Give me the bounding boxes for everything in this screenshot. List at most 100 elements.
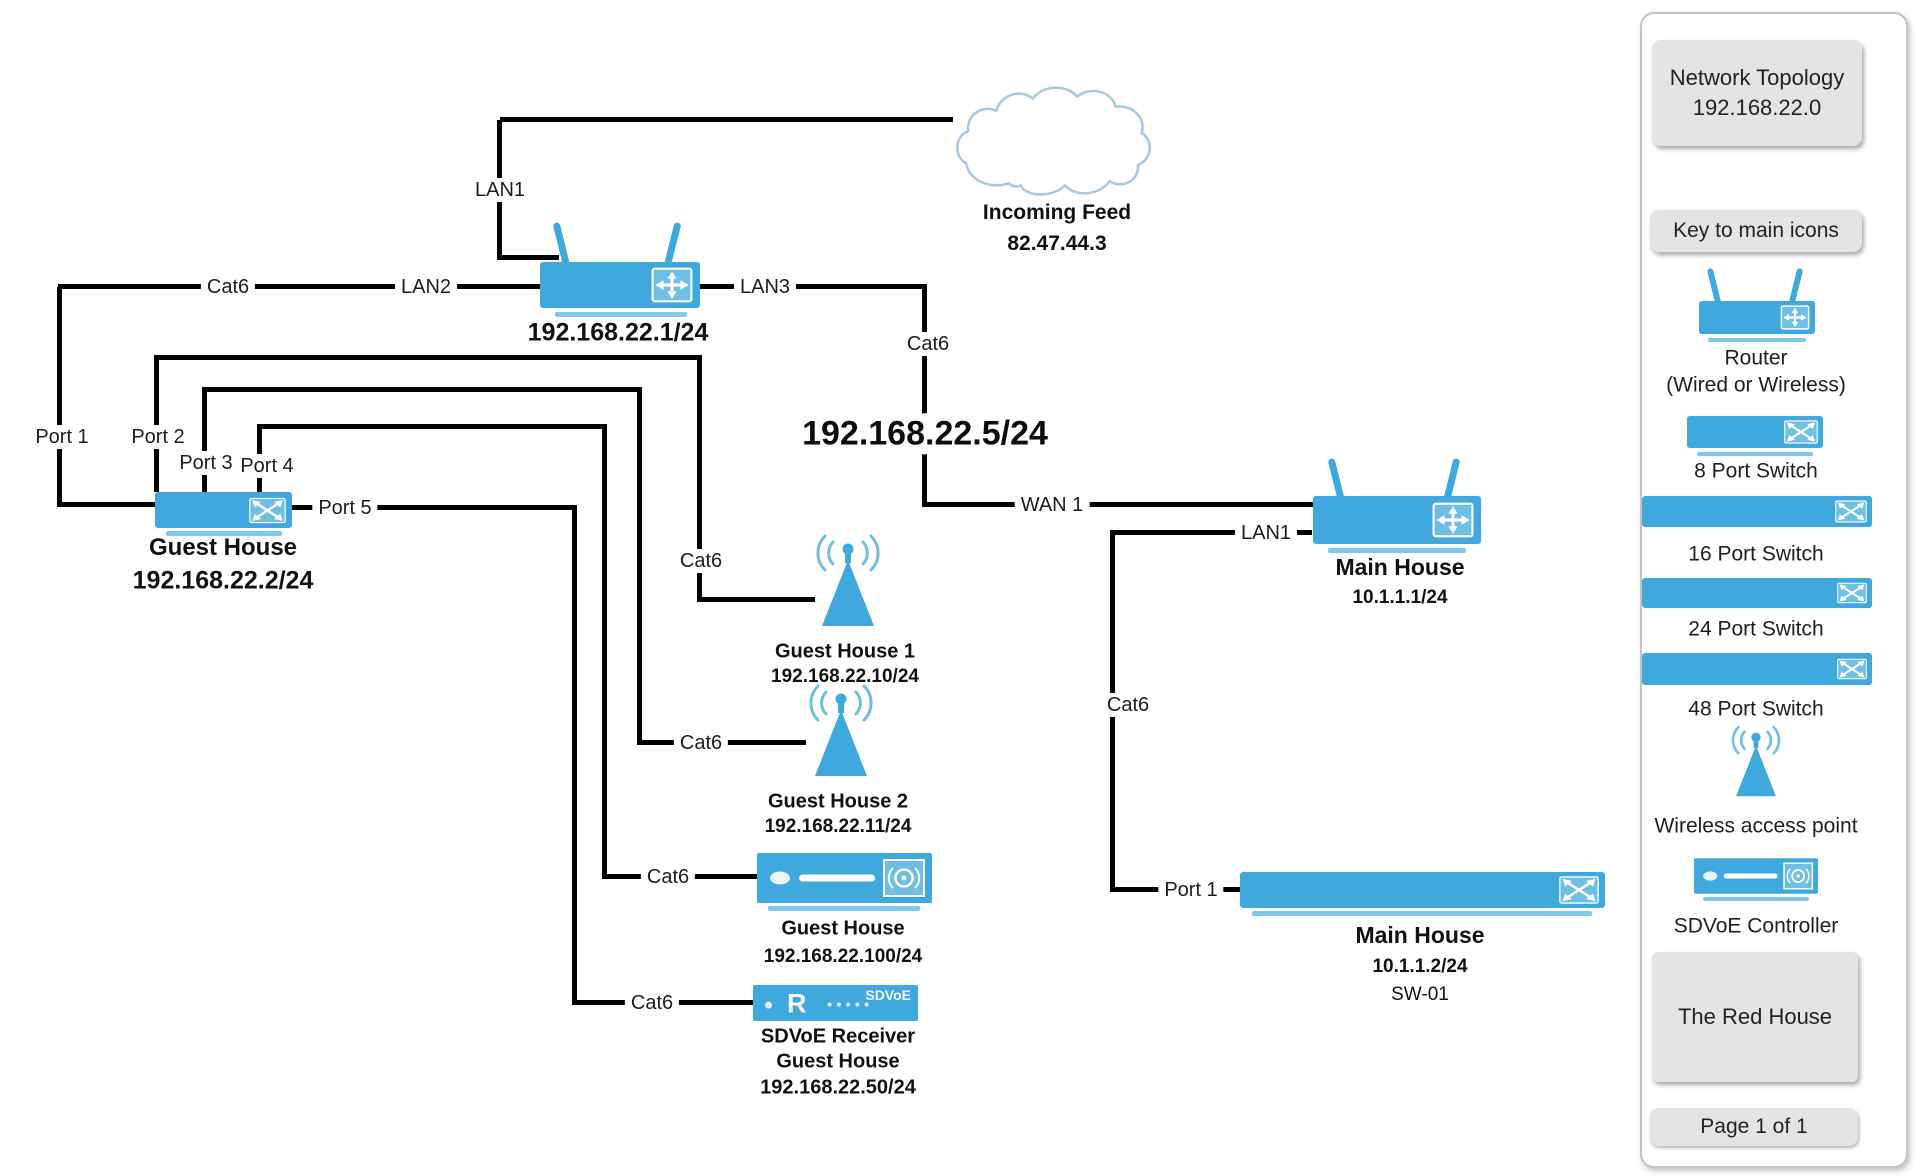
router-antenna-icon bbox=[1706, 267, 1722, 305]
router-antenna-icon bbox=[1788, 267, 1804, 305]
label-wan1: WAN 1 bbox=[1014, 493, 1090, 517]
receiver-led-icon bbox=[765, 1001, 772, 1009]
label-port2: Port 2 bbox=[125, 425, 191, 449]
label-port3: Port 3 bbox=[173, 451, 239, 475]
label-main-lan1: LAN1 bbox=[1234, 521, 1298, 545]
cable-port2-run bbox=[154, 355, 702, 360]
main-router-ip: 10.1.1.1/24 bbox=[1352, 587, 1448, 609]
guest-switch-name: Guest House bbox=[148, 534, 298, 562]
cable-port3-riser bbox=[202, 390, 207, 492]
legend-switch8-label: 8 Port Switch bbox=[1694, 459, 1818, 483]
label-port5: Port 5 bbox=[312, 496, 378, 520]
cable-controller-drop bbox=[602, 427, 607, 877]
legend-router-label2: (Wired or Wireless) bbox=[1666, 373, 1846, 397]
sdvoe-receiver-icon: R ••••• SDVoE bbox=[753, 985, 918, 1021]
legend-title-box: Network Topology 192.168.22.0 bbox=[1652, 40, 1862, 146]
label-cat6-gh1: Cat6 bbox=[673, 549, 729, 573]
legend-red-house-box: The Red House bbox=[1652, 952, 1858, 1082]
cable-port3-run bbox=[202, 387, 642, 392]
receiver-letter: R bbox=[787, 988, 807, 1019]
legend-red-house-label: The Red House bbox=[1677, 1004, 1833, 1030]
router-ip: 192.168.22.1/24 bbox=[527, 318, 709, 347]
crossed-arrows-icon bbox=[249, 497, 286, 523]
main-router-shadow bbox=[1328, 548, 1466, 553]
cloud-icon bbox=[956, 86, 1151, 196]
crossed-arrows-icon bbox=[1835, 500, 1867, 523]
label-cat6-feed: Cat6 bbox=[900, 332, 956, 356]
routing-icon bbox=[1780, 305, 1810, 330]
label-cat6-ctrl: Cat6 bbox=[640, 865, 696, 889]
cable-gh2-drop bbox=[637, 390, 642, 743]
label-port1: Port 1 bbox=[29, 425, 95, 449]
guest-switch-icon bbox=[155, 492, 292, 528]
access-point-icon bbox=[809, 684, 873, 776]
guest-switch-shadow bbox=[166, 531, 282, 536]
legend-sdvoe-label: SDVoE Controller bbox=[1673, 914, 1839, 938]
ap1-ip: 192.168.22.10/24 bbox=[771, 666, 919, 688]
cable-port1-drop bbox=[57, 287, 62, 505]
cable-port4-run bbox=[257, 424, 607, 429]
main-switch-ip: 10.1.1.2/24 bbox=[1372, 956, 1468, 978]
cable-gh1-drop bbox=[697, 358, 702, 600]
cable-wan1 bbox=[922, 502, 1317, 507]
cable-main-lan1 bbox=[1110, 530, 1312, 535]
crossed-arrows-icon bbox=[1837, 658, 1867, 680]
label-port4: Port 4 bbox=[234, 454, 300, 478]
guest-switch-ip: 192.168.22.2/24 bbox=[132, 566, 314, 595]
label-network-5: 192.168.22.5/24 bbox=[792, 413, 1058, 455]
router-shadow bbox=[555, 312, 687, 317]
legend-router-shadow bbox=[1708, 338, 1806, 342]
cable-wan-drop bbox=[922, 287, 927, 505]
cable-feed-top bbox=[500, 117, 953, 122]
legend-access-point-icon bbox=[1731, 725, 1781, 797]
main-switch-name: Main House bbox=[1355, 921, 1485, 948]
legend-sdvoe-controller-icon bbox=[1694, 858, 1818, 894]
cable-gh1-in bbox=[697, 597, 815, 602]
legend-key-header-box: Key to main icons bbox=[1650, 210, 1862, 252]
cloud-ip: 82.47.44.3 bbox=[1007, 231, 1107, 255]
cable-lan1-stub bbox=[497, 255, 559, 260]
main-router-name: Main House bbox=[1335, 553, 1465, 580]
label-cat6-left: Cat6 bbox=[200, 275, 256, 299]
access-point-icon bbox=[816, 534, 880, 626]
legend-switch24-icon bbox=[1642, 578, 1872, 608]
sdvoe-controller-icon bbox=[757, 853, 932, 903]
ap2-ip: 192.168.22.11/24 bbox=[764, 816, 912, 838]
legend-switch16-label: 16 Port Switch bbox=[1688, 542, 1824, 566]
cable-port1-in bbox=[57, 502, 157, 507]
legend-title-line1: Network Topology bbox=[1669, 65, 1845, 91]
ap2-name: Guest House 2 bbox=[767, 790, 909, 813]
controller-name: Guest House bbox=[781, 917, 905, 940]
ap1-name: Guest House 1 bbox=[774, 640, 916, 663]
receiver-location: Guest House bbox=[776, 1050, 900, 1073]
legend-router-icon bbox=[1699, 267, 1815, 334]
cable-receiver-drop bbox=[572, 508, 577, 1003]
label-lan1: LAN1 bbox=[468, 178, 532, 202]
legend-switch8-icon bbox=[1687, 416, 1823, 448]
main-switch-icon bbox=[1240, 872, 1605, 908]
legend-switch48-icon bbox=[1642, 653, 1872, 685]
legend-page-label: Page 1 of 1 bbox=[1700, 1114, 1808, 1138]
label-main-port1: Port 1 bbox=[1158, 878, 1224, 902]
receiver-name: SDVoE Receiver bbox=[760, 1025, 916, 1048]
legend-key-header: Key to main icons bbox=[1673, 218, 1839, 242]
legend-controller-shadow bbox=[1703, 897, 1809, 901]
routing-icon bbox=[651, 267, 693, 303]
legend-switch16-icon bbox=[1642, 496, 1872, 527]
cable-port5-run bbox=[292, 505, 577, 510]
legend-switch8-shadow bbox=[1697, 452, 1813, 456]
receiver-badge: SDVoE bbox=[865, 987, 911, 1003]
main-switch-shadow bbox=[1252, 911, 1592, 916]
legend-switch48-label: 48 Port Switch bbox=[1688, 697, 1824, 721]
receiver-dots: ••••• bbox=[827, 996, 874, 1014]
router-icon bbox=[1313, 457, 1481, 544]
label-cat6-rx: Cat6 bbox=[624, 991, 680, 1015]
main-switch-hostname: SW-01 bbox=[1391, 984, 1449, 1006]
label-lan3: LAN3 bbox=[733, 275, 797, 299]
label-cat6-main: Cat6 bbox=[1100, 693, 1156, 717]
label-cat6-gh2: Cat6 bbox=[673, 731, 729, 755]
crossed-arrows-icon bbox=[1784, 420, 1818, 444]
routing-icon bbox=[1432, 502, 1474, 538]
legend-page-box: Page 1 of 1 bbox=[1650, 1108, 1858, 1146]
controller-shadow bbox=[768, 906, 920, 911]
